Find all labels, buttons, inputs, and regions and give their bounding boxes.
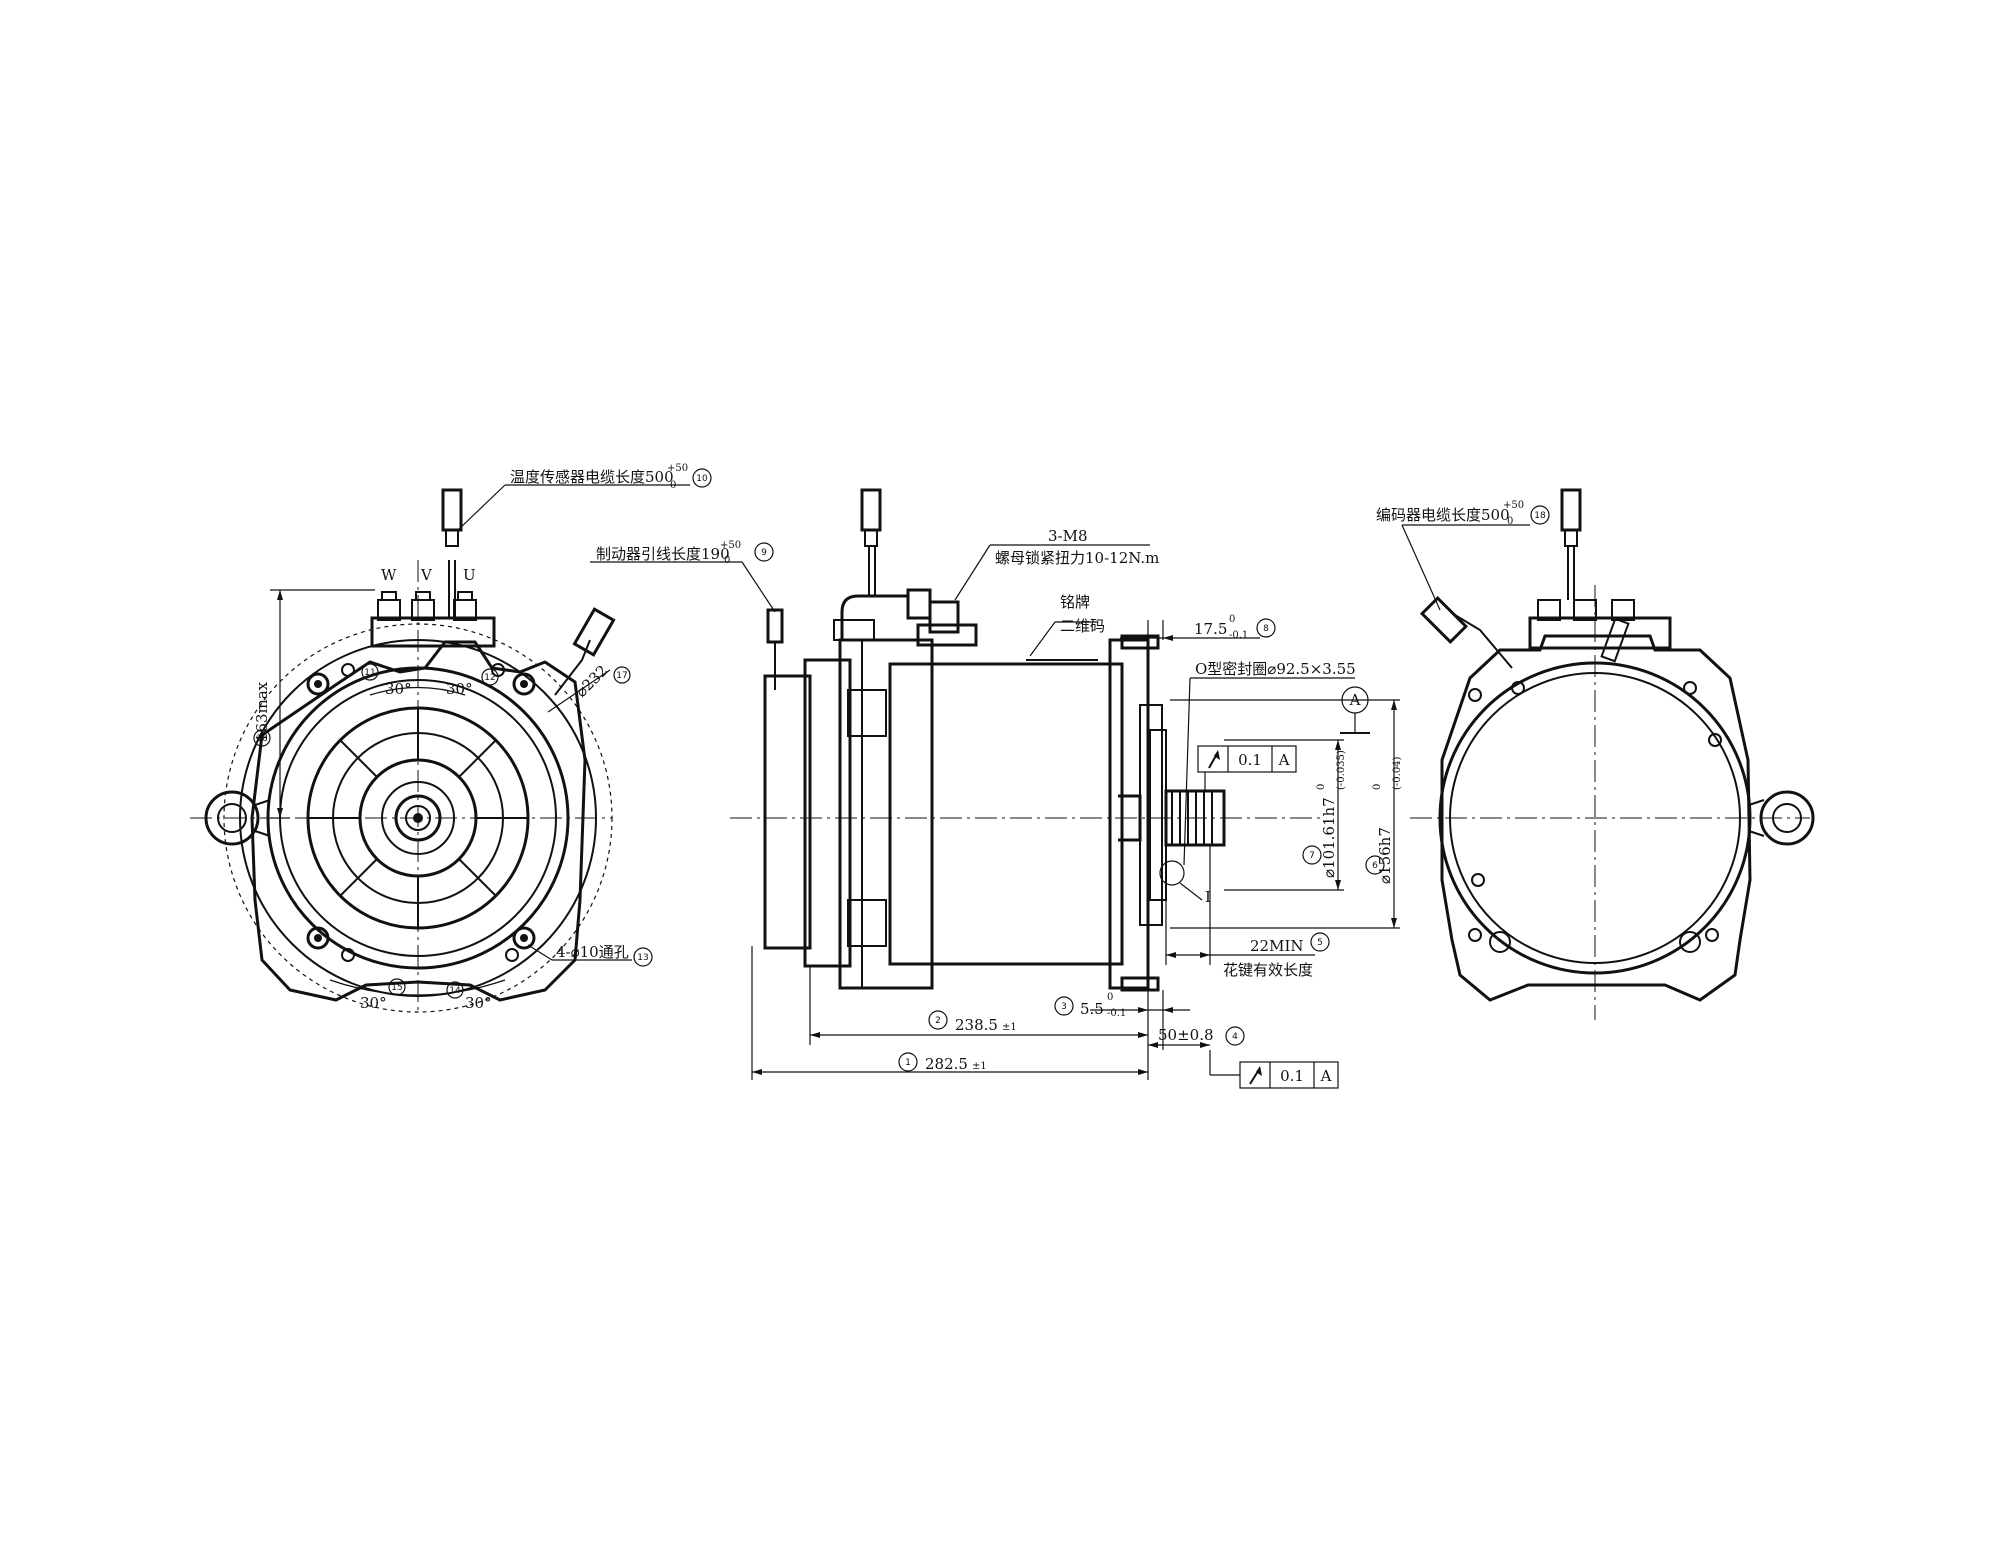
runout-bottom-value: 0.1: [1280, 1067, 1304, 1085]
runout-frame-bottom: 0.1 A: [1209, 1050, 1339, 1089]
balloon-14: 14: [449, 986, 461, 996]
dim-dia-101-61-tol-upper: 0: [1316, 784, 1327, 790]
balloon-6: 6: [1372, 861, 1378, 871]
balloon-15: 15: [391, 983, 402, 993]
dim-5-5: 5.5: [1080, 1000, 1104, 1018]
spline-length-value: 22MIN: [1250, 937, 1304, 955]
dim-50: 50±0.8: [1158, 1026, 1214, 1044]
terminal-box: [370, 488, 496, 648]
balloon-12: 12: [484, 673, 495, 683]
temp-cable-tol-upper: +50: [667, 463, 688, 474]
dim-dia-156-tol-upper: 0: [1372, 784, 1383, 790]
runout-top-datum: A: [1278, 751, 1290, 769]
dim-diameter-232: ⌀232: [572, 661, 611, 700]
brake-lead-tol-upper: +50: [720, 540, 741, 551]
dim-dia-101-61-tol: (-0.035): [1336, 750, 1347, 790]
nameplate-label: 铭牌: [1060, 593, 1090, 611]
balloon-9: 9: [761, 548, 767, 558]
balloon-7: 7: [1309, 851, 1315, 861]
balloon-3: 3: [1061, 1002, 1067, 1012]
side-view: 3-M8 螺母锁紧扭力10-12N.m 铭牌 二维码 17.5 0 -0.1 8…: [590, 488, 1403, 1089]
temp-cable-label: 温度传感器电缆长度500: [510, 468, 674, 486]
balloon-18: 18: [1534, 511, 1546, 521]
balloon-11: 11: [364, 668, 375, 678]
runout-top-value: 0.1: [1238, 751, 1262, 769]
runout-frame-top: 0.1 A: [1197, 745, 1297, 792]
angle-bottom-left: 30°: [360, 994, 387, 1012]
dim-17-5-tol-lower: -0.1: [1229, 630, 1248, 641]
lifting-eye-left: [204, 790, 271, 846]
encoder-cable-tol-upper: +50: [1503, 500, 1524, 511]
balloon-8: 8: [1263, 624, 1269, 634]
dim-17-5: 17.5: [1194, 620, 1227, 638]
spline-length-desc: 花键有效长度: [1223, 961, 1313, 979]
detail-mark-i: I: [1205, 888, 1211, 906]
dim-17-5-tol-upper: 0: [1229, 614, 1235, 625]
dim-5-5-tol-upper: 0: [1107, 992, 1113, 1003]
balloon-1: 1: [905, 1058, 911, 1068]
qrcode-label: 二维码: [1060, 617, 1105, 635]
dim-238-5-tol: ±1: [1002, 1022, 1017, 1033]
right-end-view: 编码器电缆长度500 +50 0 18: [1376, 488, 1815, 1020]
balloon-2: 2: [935, 1016, 941, 1026]
angle-bottom-right: 30°: [465, 994, 492, 1012]
angle-top-right: 30°: [446, 680, 473, 698]
balloon-10: 10: [696, 474, 708, 484]
holes-label: 4-⌀10通孔: [556, 943, 629, 961]
torque-spec: 螺母锁紧扭力10-12N.m: [995, 549, 1159, 567]
dim-163max: 163max: [253, 681, 271, 742]
terminal-w: W: [381, 566, 397, 584]
dim-dia-156: ⌀156h7: [1376, 827, 1394, 884]
terminal-v: V: [420, 566, 433, 584]
terminal-u: U: [463, 566, 476, 584]
lifting-eye-right: [1748, 790, 1815, 846]
oring-label: O型密封圈⌀92.5×3.55: [1195, 660, 1356, 678]
brake-connector: [554, 607, 616, 696]
brake-lead-label: 制动器引线长度190: [596, 545, 730, 563]
dim-282-5-tol: ±1: [972, 1061, 987, 1072]
dim-5-5-tol-lower: -0.1: [1107, 1008, 1126, 1019]
balloon-17: 17: [616, 671, 627, 681]
bolt-spec-3-m8: 3-M8: [1048, 527, 1088, 545]
balloon-4: 4: [1232, 1032, 1238, 1042]
balloon-16: 16: [256, 734, 268, 744]
dim-238-5: 238.5: [955, 1016, 998, 1034]
temp-cable-tol-lower: 0: [670, 480, 676, 491]
dim-dia-101-61: ⌀101.61h7: [1320, 797, 1338, 878]
angle-top-left: 30°: [385, 680, 412, 698]
dim-282-5: 282.5: [925, 1055, 968, 1073]
encoder-cable-label: 编码器电缆长度500: [1376, 506, 1510, 524]
balloon-13: 13: [637, 953, 648, 963]
runout-bottom-datum: A: [1320, 1067, 1332, 1085]
brake-lead-tol-lower: 0: [724, 555, 730, 566]
encoder-cable-tol-lower: 0: [1507, 516, 1513, 527]
balloon-5: 5: [1317, 938, 1323, 948]
dim-dia-156-tol: (-0.04): [1392, 756, 1403, 790]
